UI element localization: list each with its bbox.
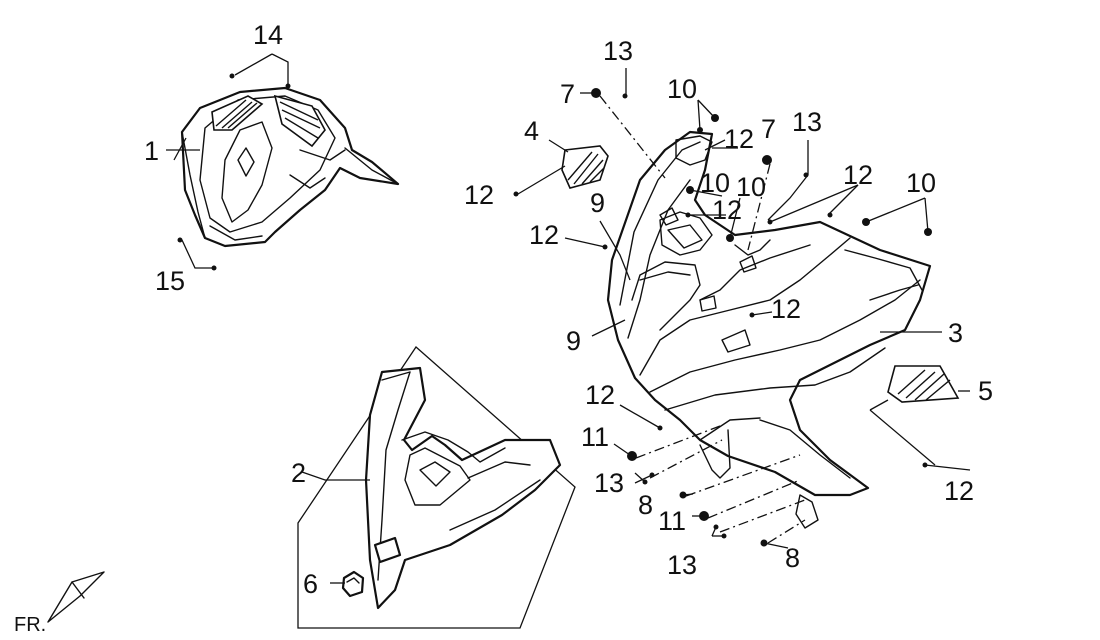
callout-12-mid-left: 12 [529,220,559,250]
callout-5: 5 [978,376,993,406]
callout-12-lower-center: 12 [771,294,801,324]
callout-13-lower-left: 13 [594,468,624,498]
callout-9-bottom: 9 [566,326,581,356]
callout-15: 15 [155,266,185,296]
callout-10-mid-right: 10 [736,172,766,202]
part-1-vent-left [211,95,264,131]
callout-3: 3 [948,318,963,348]
callout-13-right: 13 [792,107,822,137]
callout-10-top: 10 [667,74,697,104]
callout-13-top: 13 [603,36,633,66]
callout-14: 14 [253,20,283,50]
callout-10-right: 10 [906,168,936,198]
front-orientation-indicator: FR. [14,571,105,636]
callout-4: 4 [524,116,539,146]
leader-lines [166,53,971,584]
callout-12-center: 12 [712,195,742,225]
callout-9-top: 9 [590,188,605,218]
callout-12-right: 12 [843,160,873,190]
part-1-vent-right [273,94,326,148]
callout-12-left: 12 [464,180,494,210]
part-4-vent-grille-left [561,145,609,189]
callout-labels: 1 14 15 2 6 3 5 12 4 12 7 13 10 12 7 13 … [144,20,993,599]
callout-8-left: 8 [638,490,653,520]
callout-2: 2 [291,458,306,488]
callout-1: 1 [144,136,159,166]
callout-12-top: 12 [724,124,754,154]
callout-7-right: 7 [761,114,776,144]
part-3-front-cover [606,130,932,529]
part-5-vent-grille-right [887,365,960,403]
callout-12-bottom-right: 12 [944,476,974,506]
part-2-front-lower-cover [364,366,562,610]
callout-10-mid: 10 [700,168,730,198]
callout-11-right: 11 [658,506,686,536]
orientation-label: FR. [14,614,46,636]
callout-7-left: 7 [560,79,575,109]
callout-8-right: 8 [785,543,800,573]
part-6-clip-nut [341,570,365,598]
callout-12-lower-left: 12 [585,380,615,410]
part-1-inner-cover [180,86,400,248]
callout-11-left: 11 [581,422,609,452]
callout-13-bottom: 13 [667,550,697,580]
callout-6: 6 [303,569,318,599]
alignment-lines [599,95,806,544]
